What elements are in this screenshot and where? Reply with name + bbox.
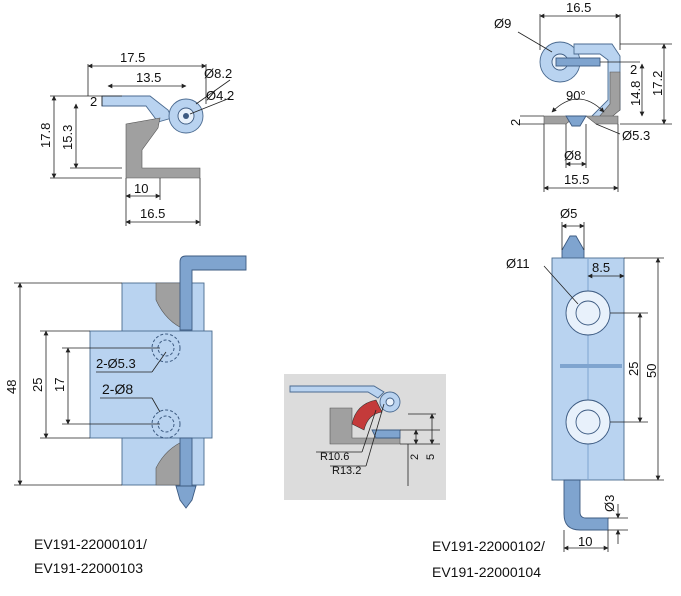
dim-d9: Ø9 (494, 16, 511, 31)
dim-d5: Ø5 (560, 206, 577, 221)
dim-16-5-top: 16.5 (566, 0, 591, 15)
dim-2-left: 2 (508, 119, 523, 126)
dim-15-3: 15.3 (60, 125, 75, 150)
dim-d11: Ø11 (506, 256, 530, 271)
front-view-left: 48 25 17 2-Ø5.3 2-Ø8 (4, 255, 247, 509)
dim-d8-2: Ø8.2 (204, 66, 232, 81)
dim-d8: Ø8 (564, 148, 581, 163)
side-view-right: 16.5 Ø9 2 17.2 14.8 90° 2 Ø5.3 Ø8 15.5 (494, 0, 672, 192)
dim-15-5: 15.5 (564, 172, 589, 187)
dim-50: 50 (644, 364, 659, 378)
dim-14-8: 14.8 (628, 81, 643, 106)
dim-16-5: 16.5 (140, 206, 165, 221)
dim-2-thickness: 2 (90, 94, 97, 109)
dim-17-5: 17.5 (120, 50, 145, 65)
dim-detail-2: 2 (409, 454, 421, 460)
dim-17-8: 17.8 (38, 123, 53, 148)
dim-d4-2: Ø4.2 (206, 88, 234, 103)
dim-48: 48 (4, 380, 19, 394)
side-view-left: 17.5 13.5 Ø8.2 Ø4.2 2 17.8 15.3 10 16.5 (38, 50, 234, 226)
caption-right-line2: EV191-22000104 (432, 564, 541, 580)
dim-r10-6: R10.6 (320, 451, 349, 463)
dim-detail-5: 5 (425, 454, 437, 460)
dim-2-right: 2 (630, 62, 637, 77)
dim-10-right: 10 (578, 534, 592, 549)
dim-d3: Ø3 (602, 495, 617, 512)
dim-25-right: 25 (626, 362, 641, 376)
dim-8-5: 8.5 (592, 260, 610, 275)
caption-left-line2: EV191-22000103 (34, 560, 143, 576)
detail-view: R10.6 R13.2 2 5 (284, 374, 446, 500)
caption-right-line1: EV191-22000102/ (432, 538, 545, 554)
dim-13-5: 13.5 (136, 70, 161, 85)
dim-r13-2: R13.2 (332, 465, 361, 477)
dim-d5-3: Ø5.3 (622, 128, 650, 143)
dim-25-left: 25 (30, 378, 45, 392)
dim-17-2: 17.2 (650, 71, 665, 96)
front-view-right: Ø5 Ø11 8.5 25 50 Ø3 10 (506, 206, 664, 552)
dim-90-deg: 90° (566, 88, 586, 103)
caption-left-line1: EV191-22000101/ (34, 536, 147, 552)
dim-2-d8: 2-Ø8 (102, 381, 133, 397)
dim-17: 17 (52, 378, 67, 392)
dim-10: 10 (134, 181, 148, 196)
dim-2-d5-3: 2-Ø5.3 (96, 356, 136, 371)
detail-background (284, 374, 446, 500)
